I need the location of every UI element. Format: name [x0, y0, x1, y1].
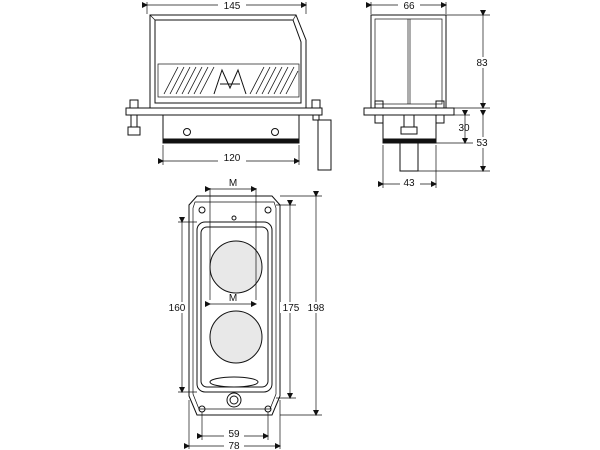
logo-emblem [157, 63, 300, 98]
dim-front-width: 145 [224, 1, 241, 12]
side-view: 66 83 30 53 [363, 0, 493, 189]
dim-base-depth: 43 [403, 178, 415, 189]
dim-hole-pitch: 59 [228, 429, 240, 440]
gasket [162, 138, 300, 144]
dim-hole-spacing-mid: M [229, 293, 237, 304]
front-view: 145 [125, 0, 332, 171]
dim-inner-height: 160 [169, 303, 186, 314]
dim-hole-spacing-top: M [229, 178, 237, 189]
top-view: M M 160 175 198 59 78 [166, 178, 327, 450]
dim-base-width: 120 [224, 153, 241, 164]
dim-overall-height: 198 [308, 303, 325, 314]
dim-plate-width: 78 [228, 441, 240, 450]
button-bottom [209, 310, 263, 364]
dim-plate-height: 175 [283, 303, 300, 314]
dim-height: 83 [476, 58, 488, 69]
dim-side-width: 66 [403, 1, 415, 12]
dim-mount-height: 30 [458, 123, 470, 134]
dim-total-height: 53 [476, 138, 488, 149]
button-top [209, 240, 263, 294]
